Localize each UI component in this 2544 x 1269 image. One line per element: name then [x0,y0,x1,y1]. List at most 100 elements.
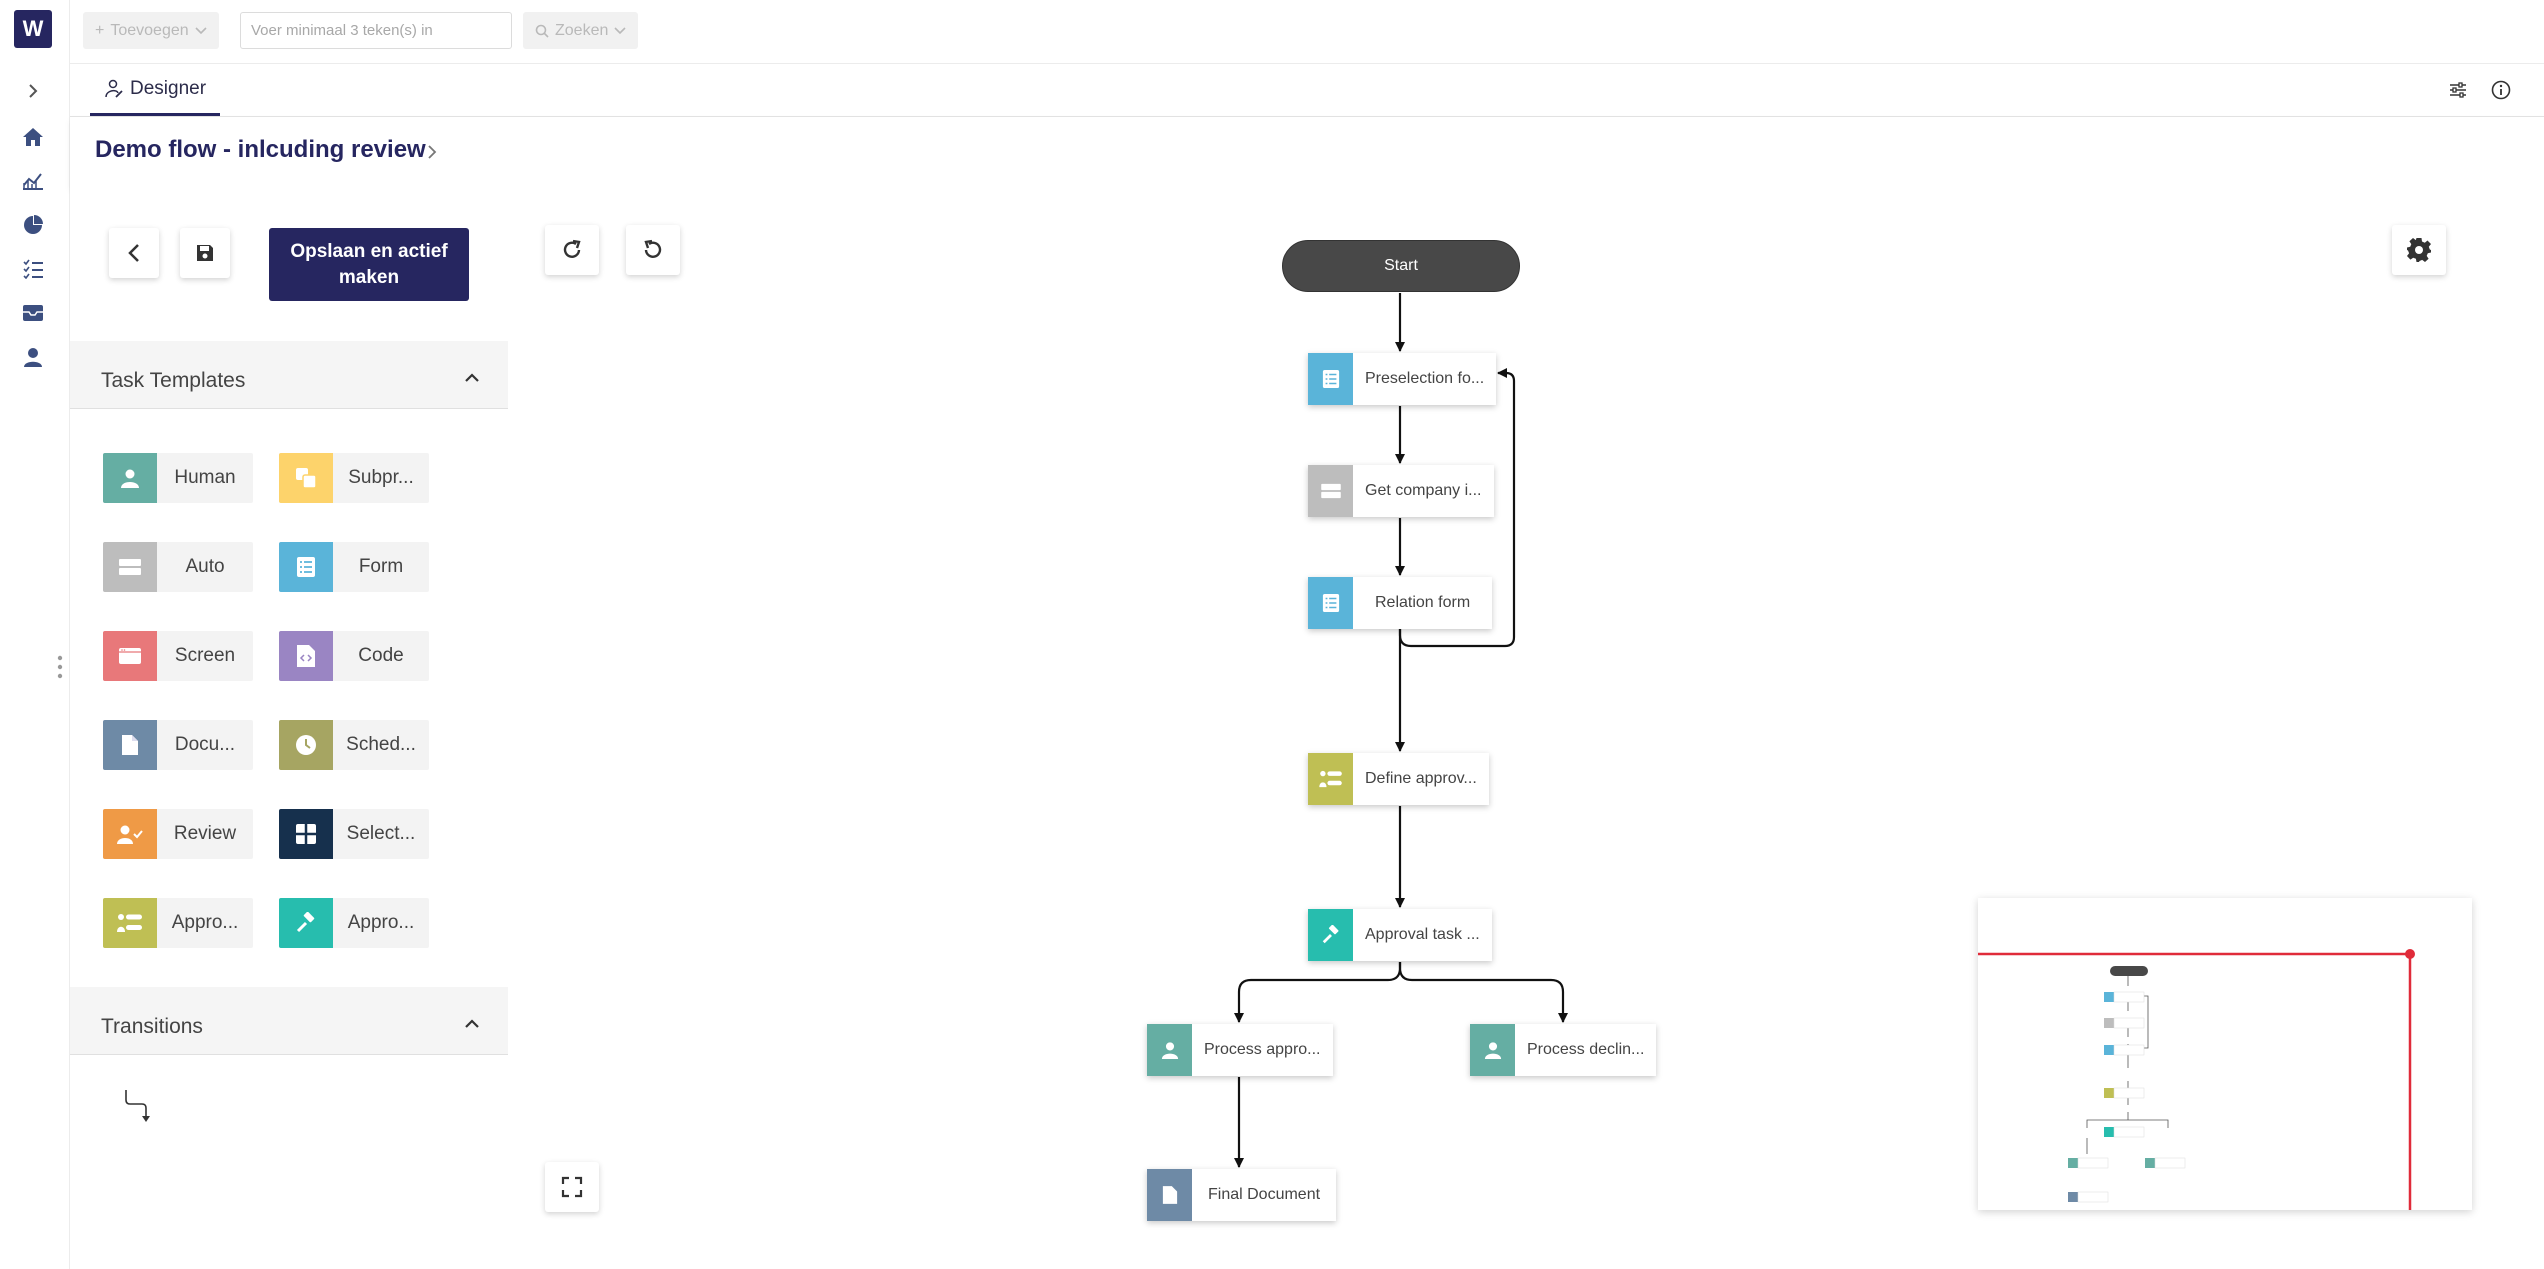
flow-node-relation-form[interactable]: Relation form [1308,577,1493,629]
tab-designer[interactable]: Designer [90,64,221,116]
person-icon [1470,1024,1515,1076]
minimap-nodes [2068,991,2186,1203]
template-review[interactable]: Review [103,809,253,859]
template-auto[interactable]: Auto [103,542,253,592]
template-approval-definition[interactable]: Appro... [103,898,253,948]
gavel-icon [1308,909,1353,961]
template-label: Form [358,556,404,577]
node-label: Define approv... [1365,770,1477,787]
task-list-icon[interactable] [20,256,46,282]
undo-button[interactable] [626,225,680,275]
flow-node-process-approved[interactable]: Process appro... [1147,1024,1333,1076]
chevron-down-icon [195,26,207,34]
flow-node-final-document[interactable]: Final Document [1147,1169,1337,1221]
title-bar: Demo flow - inlcuding review [70,117,2544,188]
document-icon [103,720,157,770]
template-label: Subpr... [348,467,414,488]
node-label: Process appro... [1204,1041,1321,1058]
left-panel: Opslaan en actief maken Task Templates H… [70,188,508,1269]
template-subprocess[interactable]: Subpr... [279,453,429,503]
expand-icon[interactable] [20,78,46,104]
left-rail: W [0,0,70,1269]
person-icon [1147,1024,1192,1076]
flow-edges [1234,293,1568,1168]
edge-approval-process-declined [1398,962,1568,1023]
save-icon [197,245,213,261]
redo-button[interactable] [545,225,599,275]
chart-icon[interactable] [20,168,46,194]
back-button[interactable] [109,228,159,278]
template-label: Screen [174,645,236,666]
template-schedule[interactable]: Sched... [279,720,429,770]
task-templates-title: Task Templates [101,369,246,392]
user-icon[interactable] [20,344,46,370]
page-title: Demo flow - inlcuding review [95,136,426,163]
flow-node-process-declined[interactable]: Process declin... [1470,1024,1657,1076]
minimap-viewport[interactable] [1978,952,2412,1210]
minimap[interactable] [1978,898,2472,1210]
template-select[interactable]: Select... [279,809,429,859]
search-icon [535,24,549,38]
search-button-label: Zoeken [555,21,609,39]
expand-fullscreen-icon [561,1176,583,1198]
transition-connector-icon[interactable] [122,1088,158,1124]
person-check-icon [103,809,157,859]
template-label: Select... [346,823,416,844]
pie-chart-icon[interactable] [20,212,46,238]
flow-node-get-company[interactable]: Get company i... [1308,465,1494,517]
panel-resize-handle[interactable] [56,654,64,684]
screen-icon [103,631,157,681]
template-label: Auto [185,556,225,577]
designer-icon [105,79,123,98]
save-and-activate-button[interactable]: Opslaan en actief maken [269,228,469,301]
approval-list-icon [103,898,157,948]
save-button[interactable] [180,228,230,278]
template-code[interactable]: Code [279,631,429,681]
app-logo[interactable]: W [14,10,52,48]
template-form[interactable]: Form [279,542,429,592]
tab-bar: Designer [70,64,2544,117]
transitions-header[interactable]: Transitions [70,987,508,1055]
tab-designer-label: Designer [130,77,207,99]
chevron-left-icon [128,244,139,262]
approval-list-icon [1308,753,1353,805]
server-icon [1308,465,1353,517]
template-label: Code [358,645,404,666]
info-icon[interactable] [2488,77,2514,103]
flow-node-approval-task[interactable]: Approval task ... [1308,909,1492,961]
chevron-up-icon[interactable] [461,367,483,389]
add-button[interactable]: + Toevoegen [83,12,219,49]
flow-node-preselection[interactable]: Preselection fo... [1308,353,1497,405]
inbox-icon[interactable] [20,300,46,326]
transitions-title: Transitions [101,1015,203,1038]
flow-node-define-approval[interactable]: Define approv... [1308,753,1489,805]
chevron-right-icon[interactable] [422,140,442,164]
template-document[interactable]: Docu... [103,720,253,770]
minimap-viewport-handle[interactable] [2405,949,2415,959]
flow-canvas[interactable]: Start Preselection fo... Get company i..… [508,188,2544,1269]
settings-button[interactable] [2392,225,2446,275]
form-icon [1308,577,1353,629]
template-approval-task[interactable]: Appro... [279,898,429,948]
node-label: Relation form [1375,594,1471,611]
template-label: Human [174,467,236,488]
home-icon[interactable] [20,124,46,150]
search-input[interactable] [240,12,512,49]
chevron-up-icon[interactable] [461,1013,483,1035]
template-screen[interactable]: Screen [103,631,253,681]
sliders-icon[interactable] [2445,77,2471,103]
fullscreen-button[interactable] [545,1162,599,1212]
edge-approval-process-approved [1234,962,1402,1023]
template-human[interactable]: Human [103,453,253,503]
start-node[interactable]: Start [1282,240,1520,292]
template-label: Sched... [346,734,416,755]
document-icon [1147,1169,1192,1221]
template-label: Appro... [171,912,239,933]
code-icon [279,631,333,681]
chevron-down-icon [614,26,626,34]
person-icon [103,453,157,503]
template-label: Appro... [347,912,415,933]
search-button[interactable]: Zoeken [523,12,639,49]
add-button-label: Toevoegen [110,21,189,39]
task-templates-header[interactable]: Task Templates [70,341,508,409]
